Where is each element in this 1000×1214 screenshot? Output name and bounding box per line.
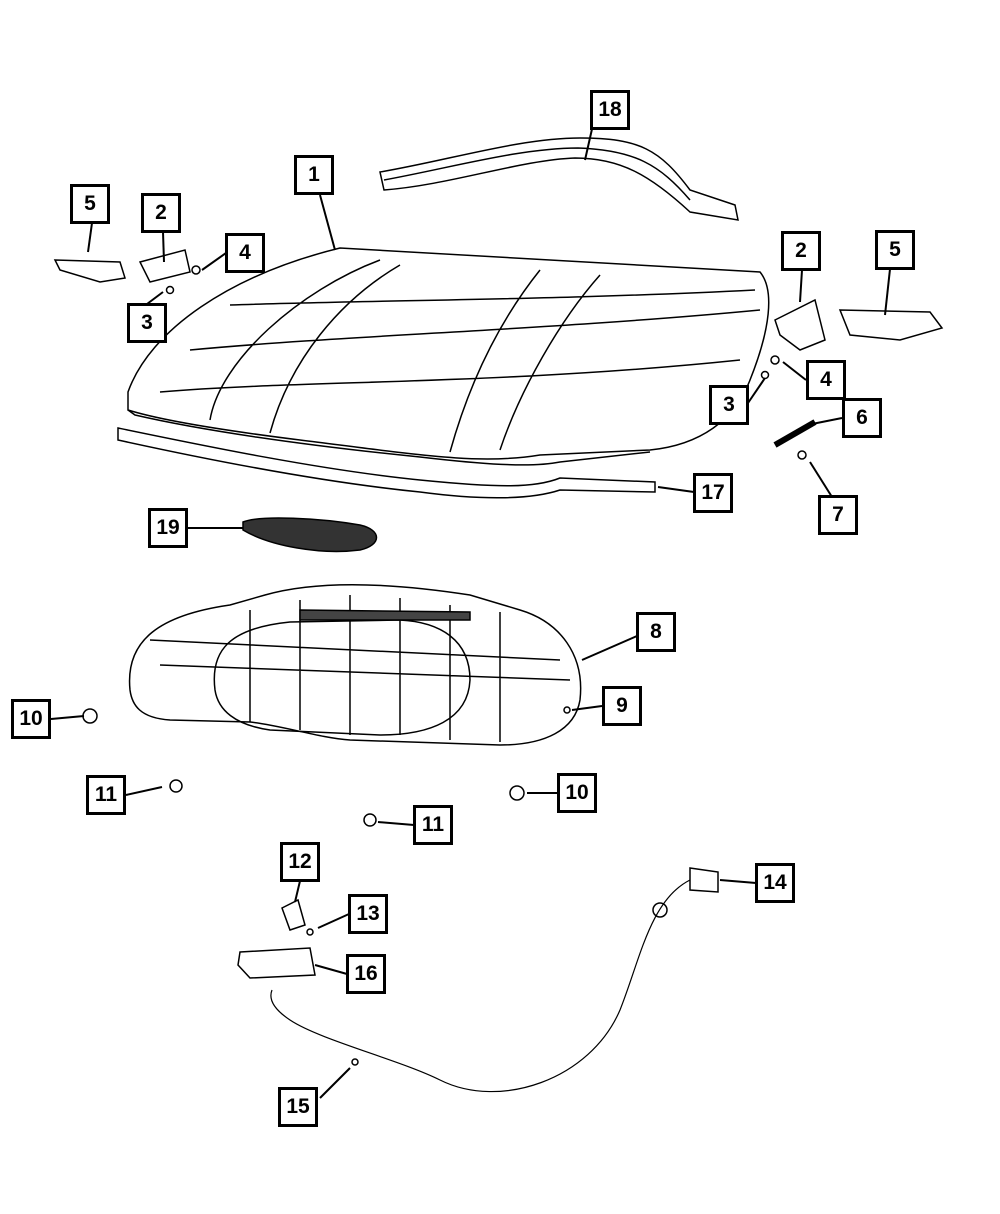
- hinges-and-hardware-drawing: [53, 249, 944, 1093]
- callout-retainer: 9: [602, 686, 642, 726]
- callout-latch-striker: 12: [280, 842, 320, 882]
- callout-bumper-left: 10: [11, 699, 51, 739]
- insulator-drawing: [128, 583, 582, 746]
- callout-bumper-right: 10: [557, 773, 597, 813]
- callout-nut-left: 3: [127, 303, 167, 343]
- callout-hood-panel: 1: [294, 155, 334, 195]
- callout-front-seal: 17: [693, 473, 733, 513]
- vent-grille-drawing: [242, 517, 378, 553]
- callout-hood-hinge-right: 5: [875, 230, 915, 270]
- callout-bolt-left: 4: [225, 233, 265, 273]
- callout-hood-prop-rod: 6: [842, 398, 882, 438]
- callout-push-pin-left: 11: [86, 775, 126, 815]
- leader-lines: [50, 128, 891, 1099]
- callout-push-pin-right: 11: [413, 805, 453, 845]
- hood-panel-drawing: [127, 247, 770, 466]
- callout-cable-clip: 15: [278, 1087, 318, 1127]
- callout-nut-right: 3: [709, 385, 749, 425]
- callout-hinge-bracket-right: 2: [781, 231, 821, 271]
- callout-hood-vent-grille: 19: [148, 508, 188, 548]
- callout-hood-rear-seal: 18: [590, 90, 630, 130]
- callout-hood-insulator: 8: [636, 612, 676, 652]
- front-seal-drawing: [117, 427, 656, 499]
- callout-hood-hinge-left: 5: [70, 184, 110, 224]
- callout-hinge-bracket-left: 2: [141, 193, 181, 233]
- callout-prop-rod-clip: 7: [818, 495, 858, 535]
- callout-hood-latch: 16: [346, 954, 386, 994]
- callout-release-handle: 14: [755, 863, 795, 903]
- hood-rear-seal-drawing: [379, 137, 739, 221]
- callout-nut: 13: [348, 894, 388, 934]
- callout-bolt-right: 4: [806, 360, 846, 400]
